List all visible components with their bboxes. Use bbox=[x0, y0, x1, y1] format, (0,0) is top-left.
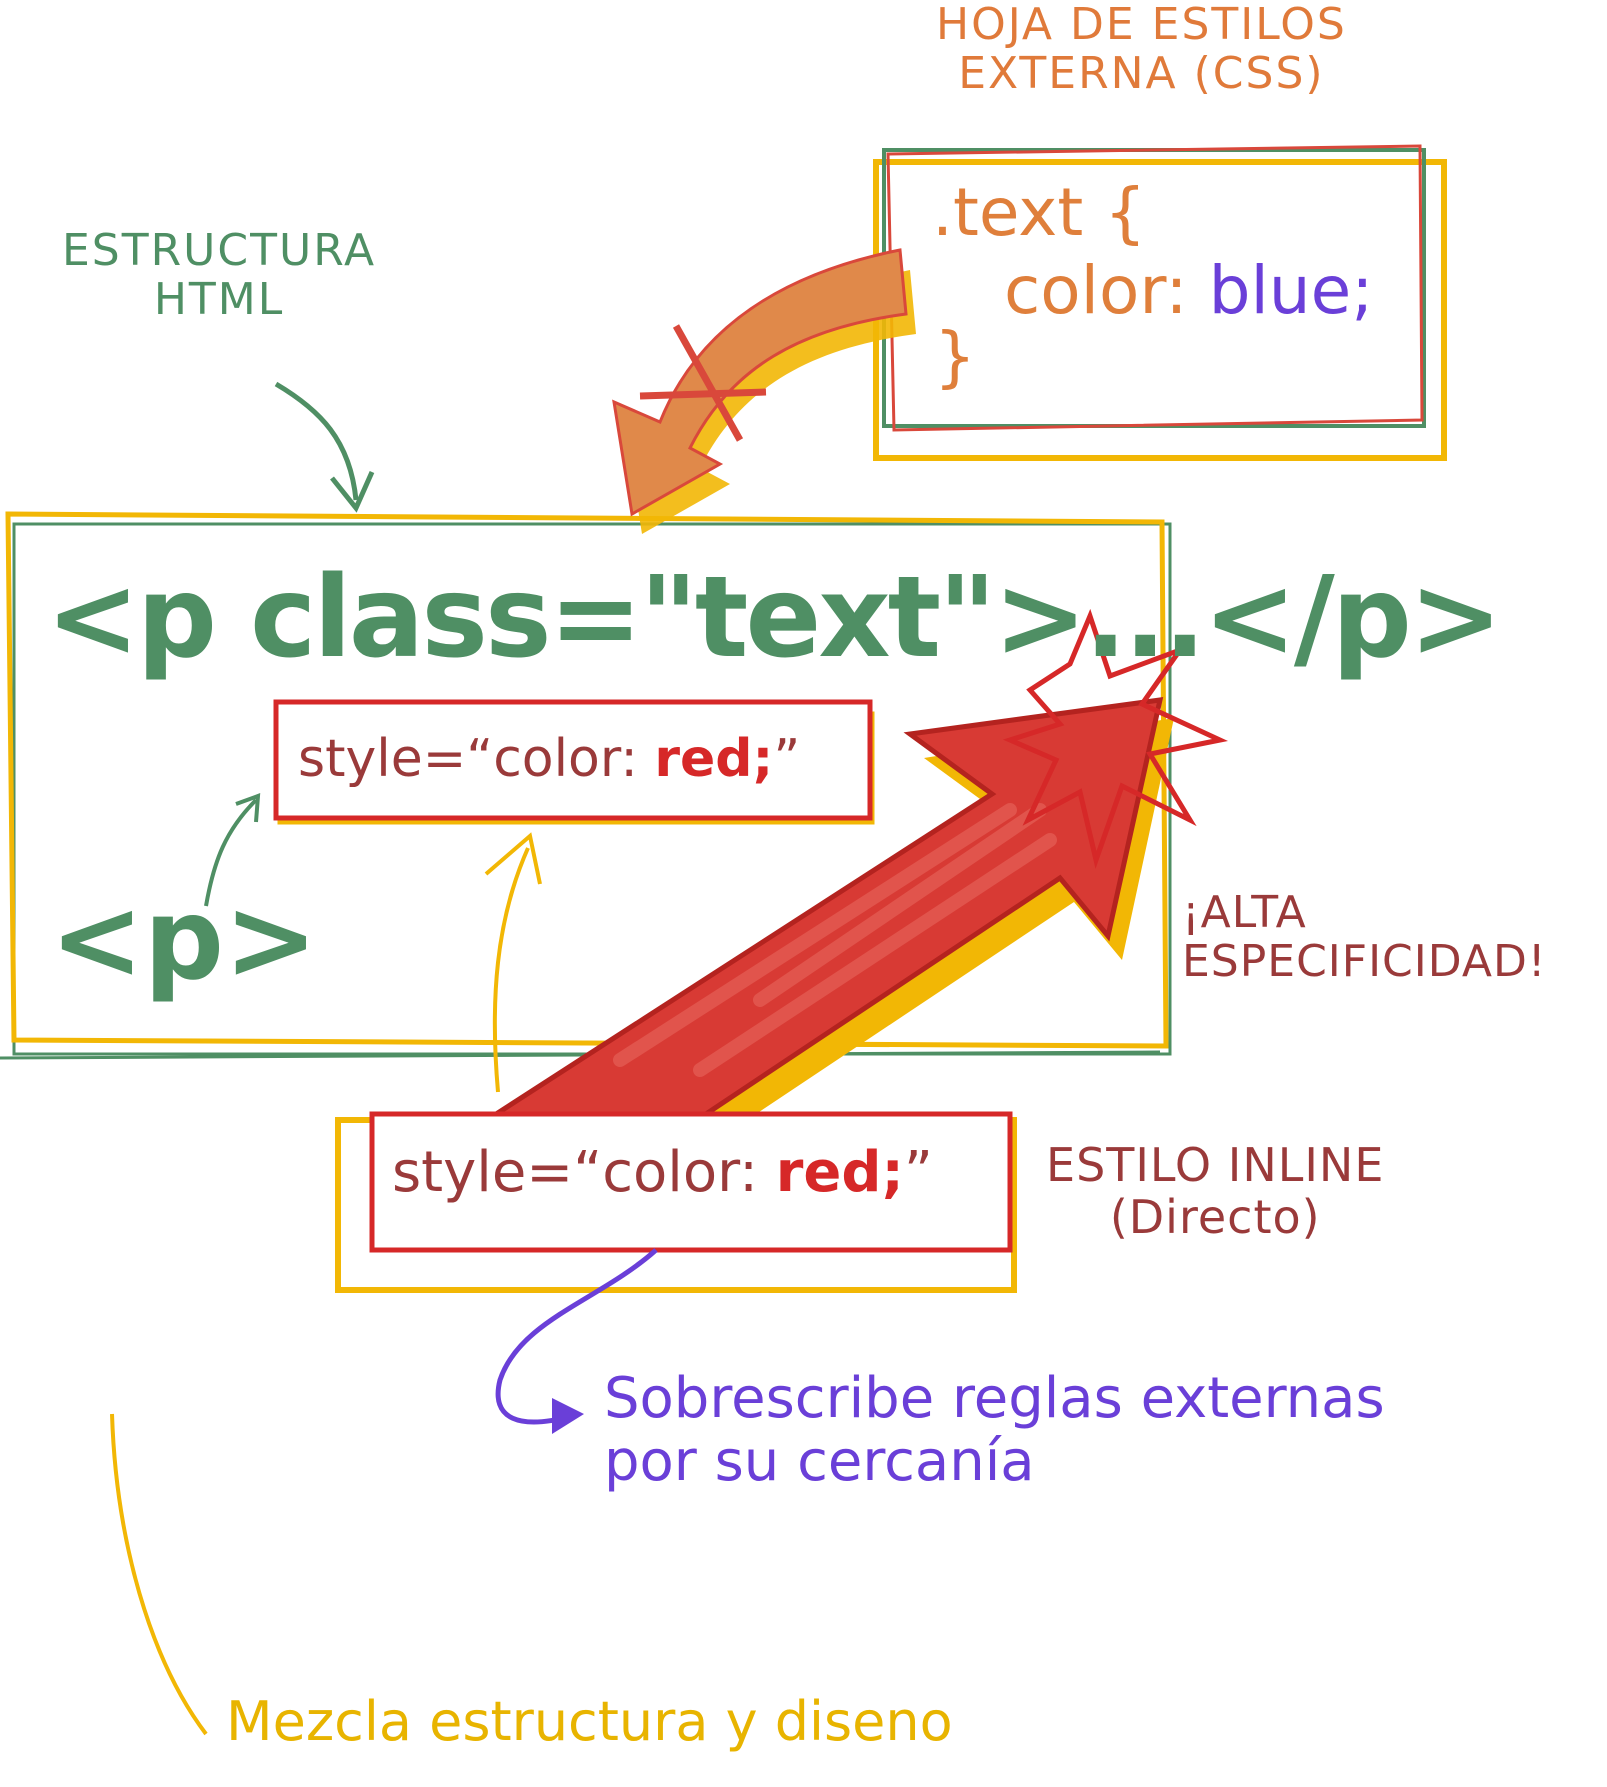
css-property: color: bbox=[1004, 252, 1209, 329]
css-arrow-cross-2 bbox=[639, 388, 767, 400]
inline-label-line-1: ESTILO INLINE bbox=[1046, 1138, 1385, 1192]
impact-starburst bbox=[1002, 608, 1229, 869]
specificity-arrow-texture bbox=[613, 803, 1057, 1077]
inline-small-box bbox=[273, 699, 875, 825]
p-tag-arrow-head bbox=[235, 793, 261, 823]
css-arrow bbox=[612, 248, 916, 534]
yellow-up-arrow-head bbox=[484, 832, 542, 885]
inline-small-prefix: style=“color: bbox=[298, 729, 655, 789]
mix-note-curve bbox=[110, 1413, 208, 1736]
inline-style-label: ESTILO INLINE (Directo) bbox=[1046, 1138, 1385, 1244]
override-note-line-2: por su cercanía bbox=[604, 1428, 1035, 1494]
html-structure-title: ESTRUCTURA HTML bbox=[62, 226, 376, 325]
mix-note: Mezcla estructura y diseno bbox=[226, 1690, 953, 1753]
override-arrow bbox=[495, 1248, 658, 1425]
css-arrow-cross-1 bbox=[672, 324, 744, 442]
css-title-line-1: HOJA DE ESTILOS bbox=[936, 0, 1347, 50]
inline-small-suffix: ” bbox=[773, 729, 801, 789]
html-box-border-yellow bbox=[5, 511, 1169, 1049]
p-tag-arrow bbox=[204, 798, 258, 907]
html-title-line-2: HTML bbox=[153, 274, 285, 326]
inline-label-line-2: (Directo) bbox=[1109, 1189, 1321, 1244]
specificity-line-1: ¡ALTA bbox=[1182, 887, 1307, 938]
inline-big-prefix: style=“color: bbox=[392, 1140, 776, 1205]
inline-style-big: style=“color: red;” bbox=[392, 1140, 933, 1205]
specificity-label: ¡ALTA ESPECIFICIDAD! bbox=[1182, 888, 1546, 987]
specificity-arrow bbox=[482, 697, 1174, 1162]
css-rule-declaration: color: blue; bbox=[1004, 254, 1373, 328]
html-title-line-1: ESTRUCTURA bbox=[62, 225, 377, 276]
css-title-line-2: EXTERNA (CSS) bbox=[958, 48, 1325, 100]
css-sheet-title: HOJA DE ESTILOS EXTERNA (CSS) bbox=[936, 0, 1347, 99]
inline-big-value: red; bbox=[775, 1140, 904, 1205]
css-box-border-red bbox=[886, 144, 1424, 432]
p-tag: <p> bbox=[50, 875, 318, 1005]
inline-big-suffix: ” bbox=[903, 1140, 933, 1205]
html-title-arrow-head bbox=[330, 470, 375, 513]
override-note: Sobrescribe reglas externas por su cerca… bbox=[604, 1366, 1385, 1494]
inline-big-box-border bbox=[369, 1111, 1013, 1253]
css-value-blue: blue; bbox=[1208, 252, 1374, 329]
yellow-up-arrow bbox=[492, 847, 530, 1093]
override-note-line-1: Sobrescribe reglas externas bbox=[604, 1366, 1385, 1431]
inline-big-box bbox=[335, 1111, 1017, 1293]
specificity-line-2: ESPECIFICIDAD! bbox=[1182, 936, 1547, 988]
html-box-underline bbox=[0, 1050, 1161, 1060]
inline-style-small: style=“color: red;” bbox=[298, 730, 800, 788]
css-rule-selector: .text { bbox=[932, 174, 1147, 251]
html-title-arrow bbox=[274, 381, 359, 501]
inline-small-value: red; bbox=[654, 729, 774, 789]
html-tag-line: <p class="text">...</p> bbox=[46, 553, 1503, 683]
css-rule-close: } bbox=[934, 318, 976, 395]
inline-small-box-border bbox=[273, 699, 873, 821]
override-arrow-head bbox=[552, 1398, 584, 1434]
css-arrow-body bbox=[612, 248, 908, 517]
